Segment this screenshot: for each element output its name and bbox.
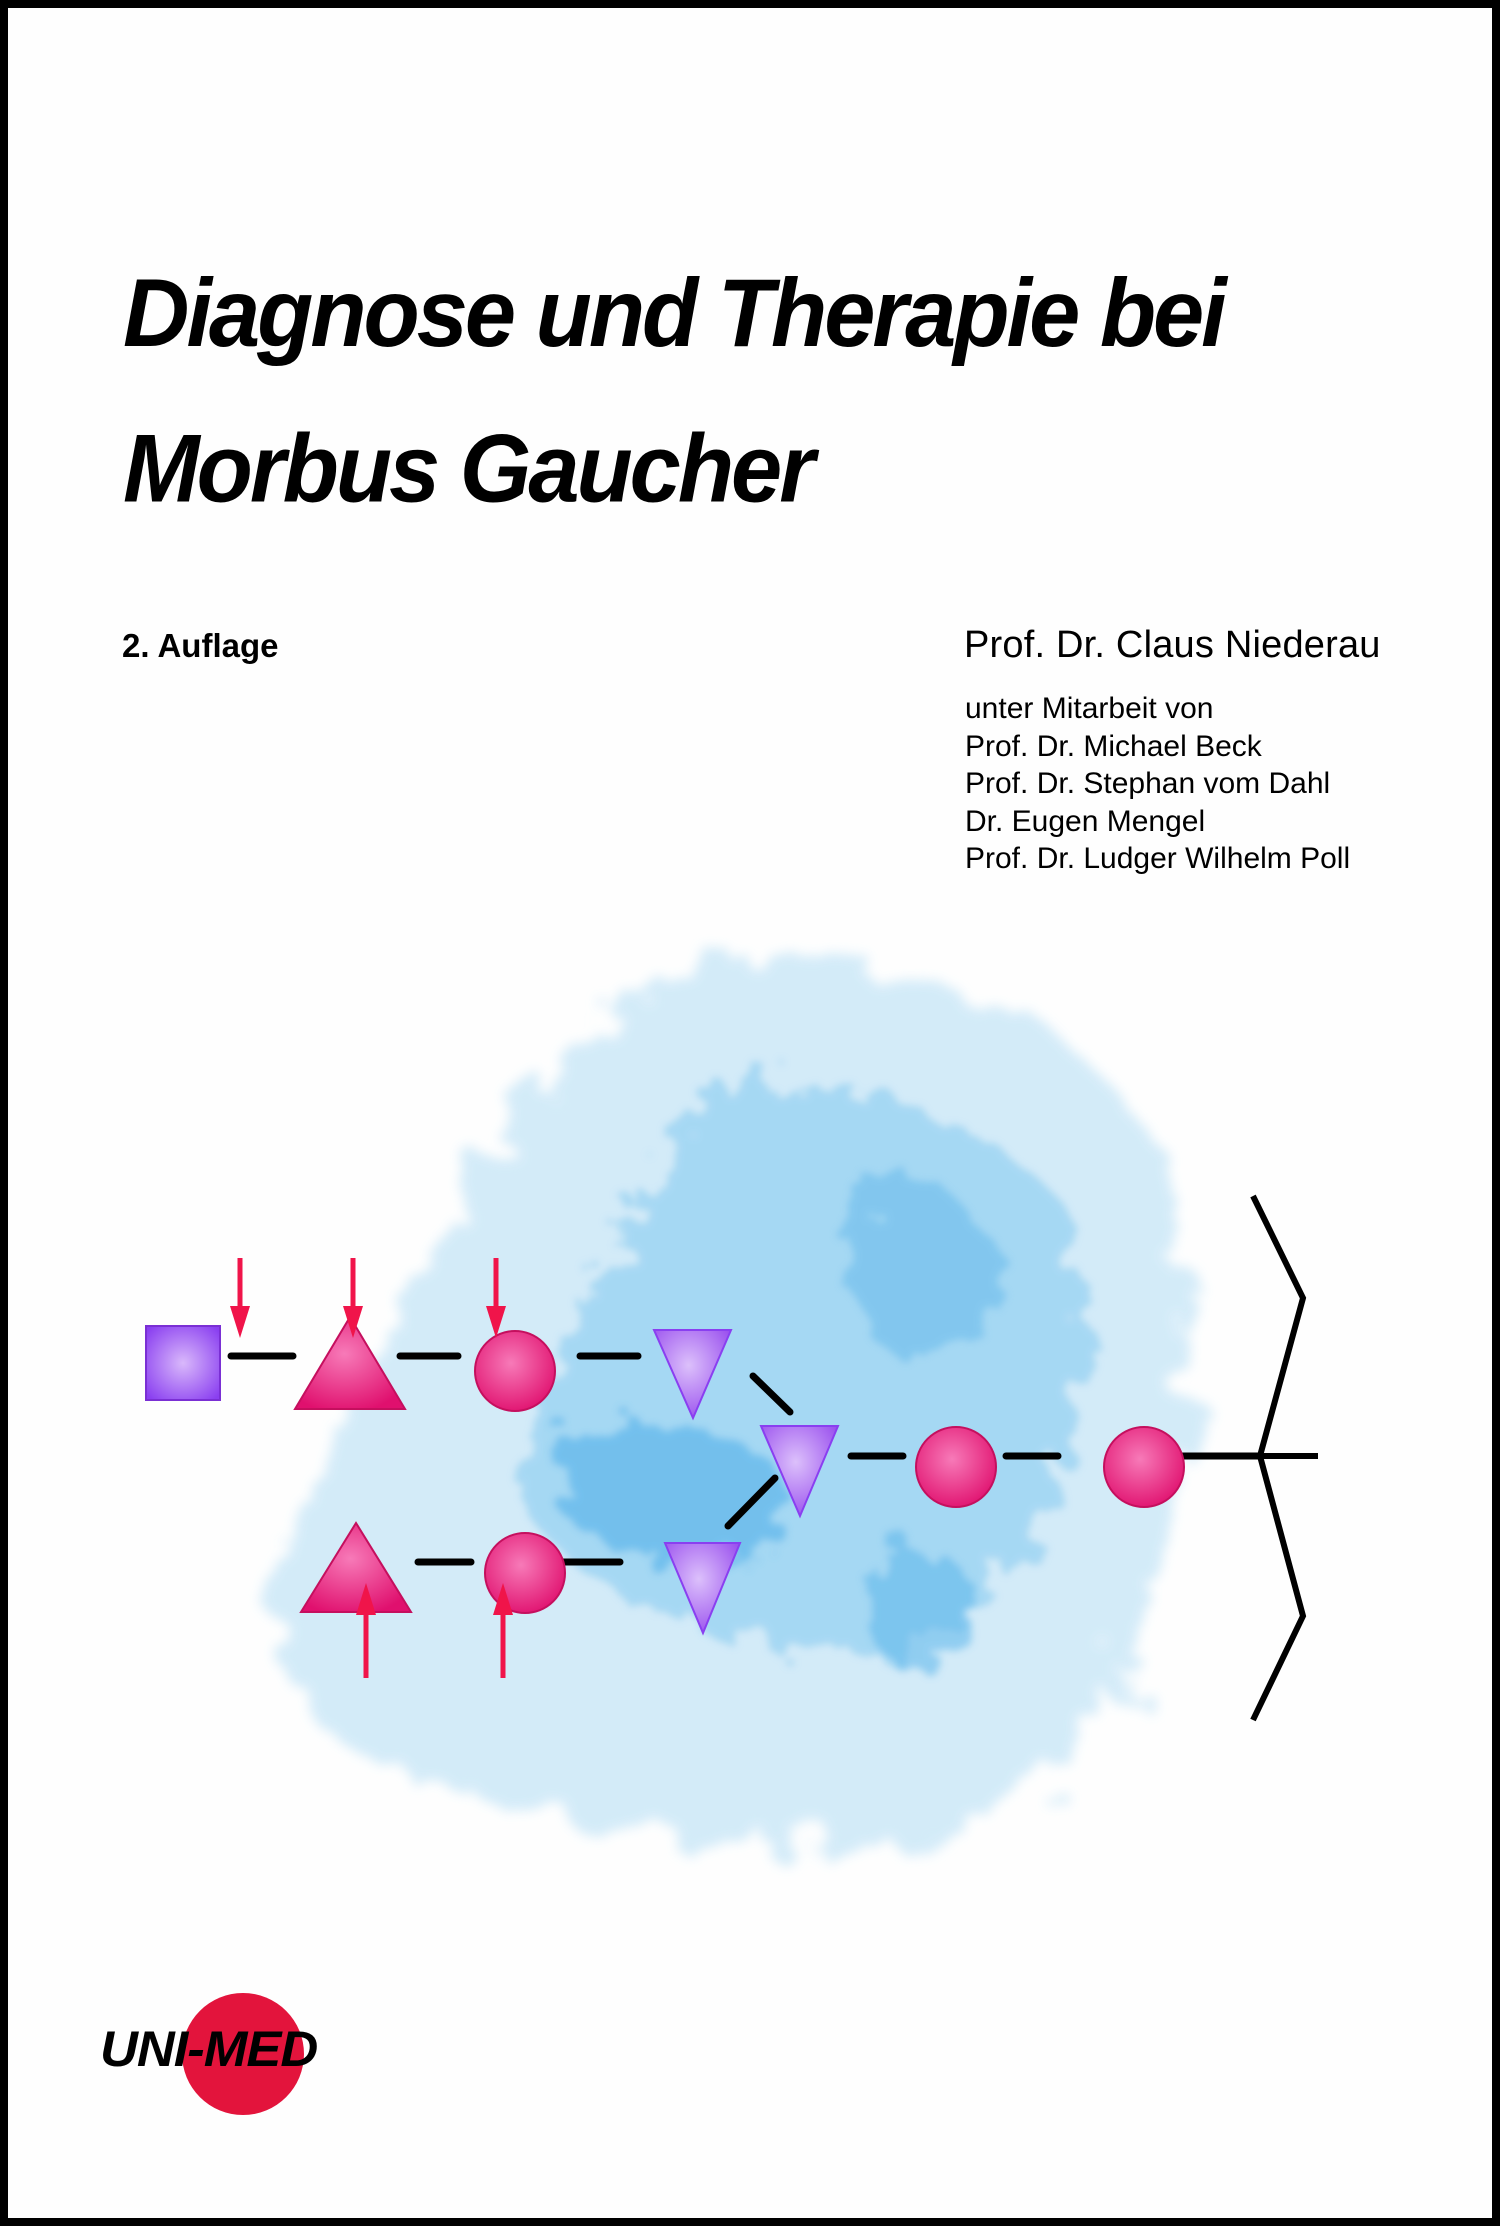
contributor: Dr. Eugen Mengel [965,804,1206,838]
contributor: Prof. Dr. Ludger Wilhelm Poll [965,842,1351,875]
logo-red-circle [182,1993,304,2115]
title-line-2: Morbus Gaucher [123,415,815,523]
square-shape [145,1325,221,1401]
circle-shape [474,1330,556,1412]
cell-background [277,953,1185,1850]
circle-shape [484,1532,566,1614]
publisher-logo: UNI-MED [100,1990,340,2120]
inverted-triangle-shape [759,1425,840,1519]
contributors-intro: unter Mitarbeit von [965,692,1214,725]
title-line-1: Diagnose und Therapie bei [123,260,1227,368]
contributor: Prof. Dr. Michael Beck [965,729,1262,763]
circle-shape [1103,1426,1185,1508]
edition-label: 2. Auflage [122,627,279,664]
triangle-shape [293,1315,407,1410]
main-author: Prof. Dr. Claus Niederau [964,624,1381,666]
branch-bracket [1250,1194,1307,1722]
inverted-triangle-shape [652,1329,733,1421]
cleavage-arrows [230,1258,513,1678]
publisher-name: UNI-MED [100,2021,318,2077]
book-title: Diagnose und Therapie bei Morbus Gaucher [123,236,1227,547]
triangle-shape [299,1521,413,1613]
contributor: Prof. Dr. Stephan vom Dahl [965,767,1331,800]
contributors-block: unter Mitarbeit von Prof. Dr. Michael Be… [965,690,1350,878]
circle-shape [915,1426,997,1508]
glycan-bonds [227,1352,1264,1566]
inverted-triangle-shape [663,1542,742,1636]
book-cover: Diagnose und Therapie bei Morbus Gaucher… [8,8,1492,2218]
